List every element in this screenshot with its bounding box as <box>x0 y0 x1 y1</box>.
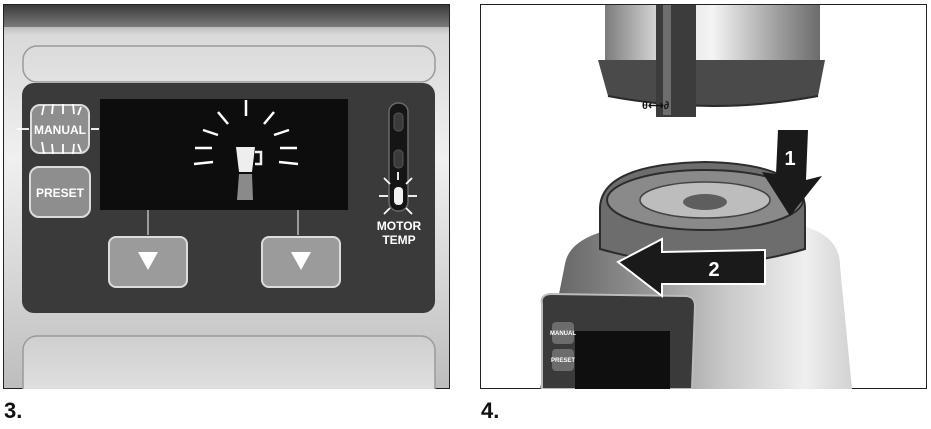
lower-pad <box>22 335 436 407</box>
step-2-arrow: 2 <box>616 237 766 299</box>
assembly-illustration: θ⟷∂ MANUAL PRESET 1 2 <box>479 3 928 390</box>
step-2-label: 2 <box>708 259 719 281</box>
figure-3-number: 3. <box>4 398 23 423</box>
base-control-panel: MANUAL PRESET <box>540 292 697 390</box>
figure-4-assembly: θ⟷∂ MANUAL PRESET 1 2 <box>479 3 928 390</box>
control-panel-illustration: MANUAL PRESET <box>2 3 451 407</box>
blender-jar-icon <box>236 147 263 200</box>
step-1-label: 1 <box>784 148 795 170</box>
motor-label: MOTOR <box>377 219 422 233</box>
motor-temp-indicator: MOTOR TEMP <box>377 102 422 247</box>
upper-trim <box>22 45 436 83</box>
base-preset-label: PRESET <box>551 358 575 364</box>
down-arrow-icon <box>291 252 311 270</box>
manual-glow-rays <box>17 103 99 155</box>
connector-lines <box>147 210 299 235</box>
blender-base: MANUAL PRESET <box>540 160 852 390</box>
blender-jar: θ⟷∂ <box>598 5 825 117</box>
lcd-screen <box>100 99 348 210</box>
down-arrow-icon <box>138 252 158 270</box>
jar-glow-rays <box>193 100 299 166</box>
base-preset-button <box>552 349 574 371</box>
lock-unlock-arrow-icon: θ⟷∂ <box>642 100 670 112</box>
down-button-left[interactable] <box>108 236 188 288</box>
manual-button[interactable]: MANUAL <box>17 103 99 155</box>
base-manual-label: MANUAL <box>550 331 576 337</box>
motor-temp-glow-rays <box>379 172 417 215</box>
top-band <box>4 5 449 27</box>
down-button-right[interactable] <box>261 236 341 288</box>
figure-4-number: 4. <box>481 398 500 423</box>
manual-label: MANUAL <box>34 123 86 137</box>
preset-label: PRESET <box>36 186 85 200</box>
motor-temp-lit-segment <box>394 187 403 205</box>
temp-label: TEMP <box>382 233 415 247</box>
step-1-arrow: 1 <box>762 130 822 216</box>
svg-text:θ⟷∂: θ⟷∂ <box>642 100 670 112</box>
base-manual-button <box>552 322 574 344</box>
figure-3-control-panel: MANUAL PRESET <box>2 3 451 407</box>
preset-button[interactable]: PRESET <box>29 166 91 218</box>
